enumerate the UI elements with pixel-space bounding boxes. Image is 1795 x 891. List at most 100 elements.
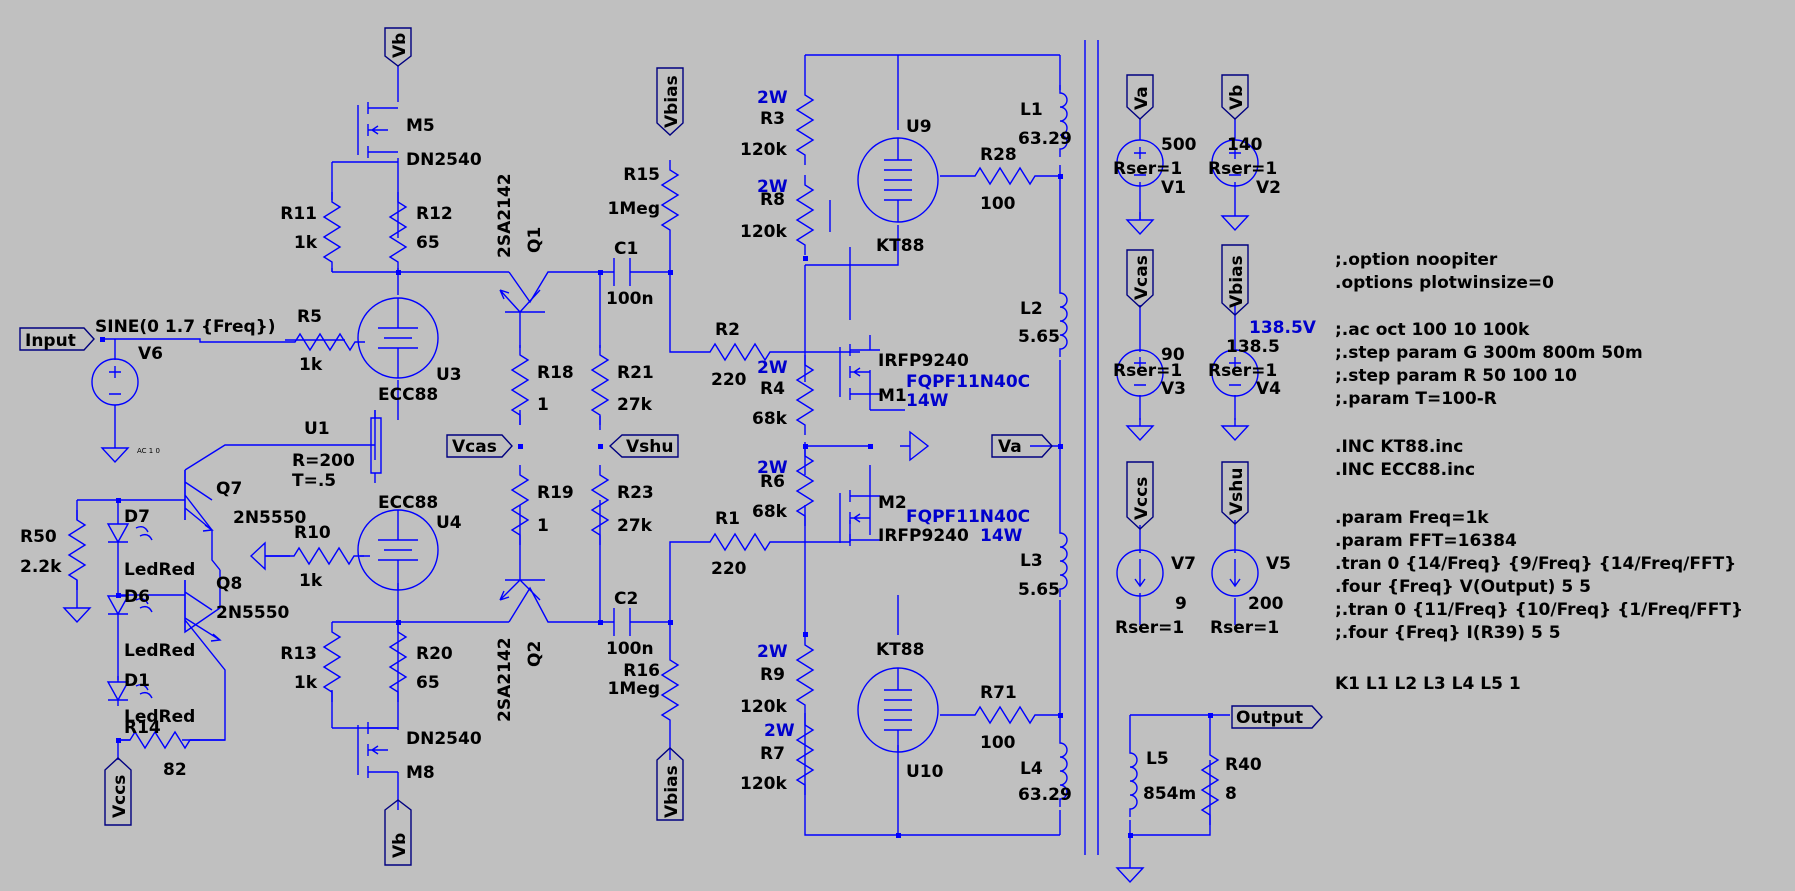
spice-directives: ;.option noopiter .options plotwinsize=0… xyxy=(1335,250,1743,694)
r11-value: 1k xyxy=(294,233,318,253)
d1-value: LedRed xyxy=(124,707,195,727)
r10-symbol xyxy=(283,547,365,565)
net-input: Input xyxy=(25,331,76,351)
l3-name: L3 xyxy=(1020,551,1043,571)
u10-name: U10 xyxy=(906,762,944,782)
port-vbias-supply xyxy=(1221,244,1249,316)
port-input xyxy=(19,327,95,351)
u4-value: ECC88 xyxy=(378,493,438,513)
v1-rser: Rser=1 xyxy=(1113,159,1182,179)
r7-name: R7 xyxy=(760,744,785,764)
port-vcas xyxy=(446,434,513,458)
net-vbias-top: Vbias xyxy=(662,75,682,128)
directive-line: .param Freq=1k xyxy=(1335,508,1489,528)
m2-power: 14W xyxy=(980,526,1023,546)
r21-symbol xyxy=(591,344,609,426)
d1-name: D1 xyxy=(124,671,150,691)
directive-line: ;.step param R 50 100 10 xyxy=(1335,366,1577,386)
r4-power: 2W xyxy=(757,358,788,378)
ports xyxy=(19,27,1323,866)
r14-value: 82 xyxy=(163,760,187,780)
v3-name: V3 xyxy=(1161,379,1186,399)
u9-value: KT88 xyxy=(876,236,924,256)
q8-value: 2N5550 xyxy=(216,603,290,623)
port-vshu-supply xyxy=(1221,461,1249,525)
net-vb-supply: Vb xyxy=(1227,85,1247,110)
r2-name: R2 xyxy=(715,320,740,340)
transformer-core xyxy=(1084,40,1099,855)
r71-name: R71 xyxy=(980,683,1017,703)
m2-model: IRFP9240 xyxy=(878,526,969,546)
u9-symbol xyxy=(857,137,939,223)
port-vcas-supply xyxy=(1126,249,1154,308)
m2-symbol xyxy=(839,489,881,547)
l5-value: 854m xyxy=(1143,784,1196,804)
r14-name: R14 xyxy=(124,718,161,738)
m2-label: FQPF11N40C xyxy=(906,507,1030,527)
q8-symbol xyxy=(184,580,222,642)
r3-name: R3 xyxy=(760,109,785,129)
v5-rser: Rser=1 xyxy=(1210,618,1279,638)
r20-name: R20 xyxy=(416,644,453,664)
r1-symbol xyxy=(699,533,781,551)
r8-name: R8 xyxy=(760,190,785,210)
v3-rser: Rser=1 xyxy=(1113,361,1182,381)
v4-rser: Rser=1 xyxy=(1208,361,1277,381)
port-vshu xyxy=(608,434,679,458)
r50-symbol xyxy=(68,509,86,591)
r23-name: R23 xyxy=(617,483,654,503)
net-vshu-supply: Vshu xyxy=(1227,468,1247,515)
u10-symbol xyxy=(857,667,939,753)
r5-symbol xyxy=(284,333,366,351)
directive-line: ;.option noopiter xyxy=(1335,250,1498,270)
r8-value: 120k xyxy=(740,222,787,242)
m2-name: M2 xyxy=(878,493,907,513)
u4-name: U4 xyxy=(436,513,462,533)
net-vcas: Vcas xyxy=(452,437,497,457)
directive-line: ;.param T=100-R xyxy=(1335,389,1497,409)
v7-name: V7 xyxy=(1171,554,1196,574)
junctions xyxy=(100,174,1213,838)
r3-power: 2W xyxy=(757,88,788,108)
u10-value: KT88 xyxy=(876,640,924,660)
grounds xyxy=(63,207,1249,883)
m1-name: M1 xyxy=(878,386,907,406)
r12-value: 65 xyxy=(416,233,440,253)
net-vccs-supply: Vccs xyxy=(1132,477,1152,520)
directive-line: .tran 0 {14/Freq} {9/Freq} {14/Freq/FFT} xyxy=(1335,554,1736,574)
directive-line: ;.step param G 300m 800m 50m xyxy=(1335,343,1643,363)
r40-value: 8 xyxy=(1225,784,1237,804)
c2-value: 100n xyxy=(606,639,654,659)
r71-value: 100 xyxy=(980,733,1016,753)
q7-value: 2N5550 xyxy=(233,508,307,528)
l1-value: 63.29 xyxy=(1018,129,1072,149)
l2-value: 5.65 xyxy=(1018,327,1060,347)
r13-name: R13 xyxy=(280,644,317,664)
m1-power: 14W xyxy=(906,391,949,411)
r5-value: 1k xyxy=(299,355,323,375)
d7-value: LedRed xyxy=(124,560,195,580)
r7-power: 2W xyxy=(764,721,795,741)
v6-symbol xyxy=(91,358,139,406)
u4-symbol xyxy=(357,509,439,591)
c1-symbol xyxy=(613,258,631,286)
v5-symbol xyxy=(1211,549,1259,597)
r10-value: 1k xyxy=(299,571,323,591)
r7-value: 120k xyxy=(740,774,787,794)
net-vbias-bottom: Vbias xyxy=(662,765,682,818)
q1-symbol xyxy=(499,289,545,313)
r9-name: R9 xyxy=(760,665,785,685)
q7-name: Q7 xyxy=(216,479,242,499)
net-va-supply: Va xyxy=(1132,86,1152,110)
l2-name: L2 xyxy=(1020,299,1043,319)
component-labels: M5 DN2540 DN2540 M8 R11 1k R12 65 R13 1k… xyxy=(20,88,1317,805)
net-labels: Vb Vbias Vb Vbias Vcas Vshu Va Vccs Inpu… xyxy=(25,33,1303,858)
r13-value: 1k xyxy=(294,673,318,693)
directive-line: .INC KT88.inc xyxy=(1335,437,1463,457)
r6-name: R6 xyxy=(760,472,785,492)
c1-name: C1 xyxy=(614,239,638,259)
d6-name: D6 xyxy=(124,587,150,607)
v7-symbol xyxy=(1116,549,1164,597)
u9-name: U9 xyxy=(906,117,932,137)
